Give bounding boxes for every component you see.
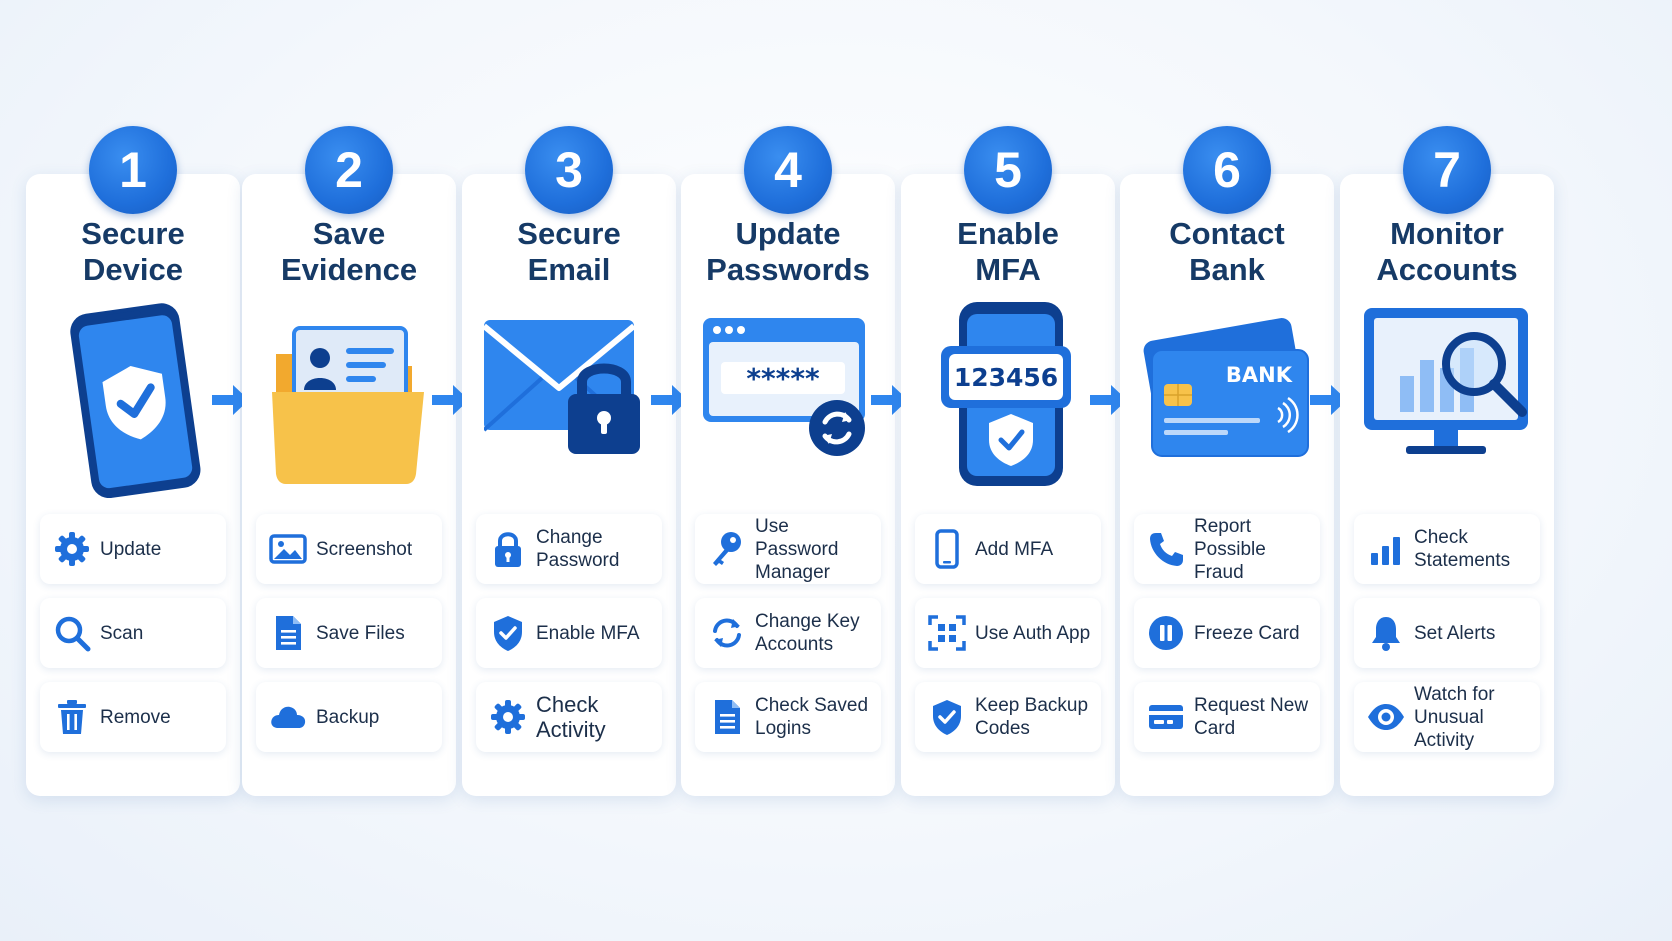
folder-id-card-illustration — [264, 298, 434, 498]
browser-password-illustration: ***** — [703, 298, 873, 498]
action-freeze-card[interactable]: Freeze Card — [1134, 598, 1320, 668]
cloud-icon — [268, 697, 308, 737]
arrow-right-icon — [1307, 380, 1351, 420]
call-icon — [1146, 529, 1186, 569]
step-number-badge: 6 — [1183, 126, 1271, 214]
phone-code-illustration: 123456 — [923, 298, 1093, 498]
step-monitor-accounts: 7 Monitor Accounts Check Statements — [1340, 126, 1554, 796]
action-update[interactable]: Update — [40, 514, 226, 584]
arrow-right-icon — [209, 380, 253, 420]
action-save-files[interactable]: Save Files — [256, 598, 442, 668]
arrow-right-icon — [868, 380, 912, 420]
action-request-new-card[interactable]: Request New Card — [1134, 682, 1320, 752]
action-check-statements[interactable]: Check Statements — [1354, 514, 1540, 584]
step-number-badge: 4 — [744, 126, 832, 214]
arrow-right-icon — [1087, 380, 1131, 420]
refresh-icon — [707, 613, 747, 653]
step-update-passwords: 4 Update Passwords ***** Use — [681, 126, 895, 796]
step-title: Save Evidence — [280, 216, 418, 287]
arrow-right-icon — [648, 380, 692, 420]
action-report-possible-fraud[interactable]: Report Possible Fraud — [1134, 514, 1320, 584]
arrow-right-icon — [429, 380, 473, 420]
document-icon — [268, 613, 308, 653]
shield-check-icon — [488, 613, 528, 653]
action-backup[interactable]: Backup — [256, 682, 442, 752]
action-check-activity[interactable]: Check Activity — [476, 682, 662, 752]
step-title: Monitor Accounts — [1376, 216, 1518, 287]
shield-check-icon — [927, 697, 967, 737]
scan-icon — [927, 613, 967, 653]
step-number-badge: 3 — [525, 126, 613, 214]
bar-chart-icon — [1366, 529, 1406, 569]
key-icon — [707, 529, 747, 569]
phone-icon — [927, 529, 967, 569]
step-secure-email: 3 Secure Email Change Password Enable MF… — [462, 126, 676, 796]
step-number-badge: 2 — [305, 126, 393, 214]
step-save-evidence: 2 Save Evidence Screenshot Save Files — [242, 126, 456, 796]
pause-icon — [1146, 613, 1186, 653]
action-add-mfa[interactable]: Add MFA — [915, 514, 1101, 584]
step-title: Update Passwords — [706, 216, 870, 287]
step-title: Secure Device — [81, 216, 185, 287]
envelope-lock-illustration — [484, 298, 654, 498]
step-number-badge: 7 — [1403, 126, 1491, 214]
action-screenshot[interactable]: Screenshot — [256, 514, 442, 584]
bell-icon — [1366, 613, 1406, 653]
svg-text:*****: ***** — [746, 362, 820, 395]
action-watch-for-unusual-activity[interactable]: Watch for Unusual Activity — [1354, 682, 1540, 752]
trash-icon — [52, 697, 92, 737]
bank-card-illustration: BANK — [1142, 298, 1312, 498]
eye-icon — [1366, 697, 1406, 737]
step-number-badge: 1 — [89, 126, 177, 214]
step-title: Enable MFA — [957, 216, 1059, 287]
step-title: Secure Email — [517, 216, 621, 287]
image-icon — [268, 529, 308, 569]
search-icon — [52, 613, 92, 653]
gear-icon — [488, 697, 528, 737]
action-check-saved-logins[interactable]: Check Saved Logins — [695, 682, 881, 752]
step-enable-mfa: 5 Enable MFA 123456 Add MFA Use Auth App — [901, 126, 1115, 796]
action-keep-backup-codes[interactable]: Keep Backup Codes — [915, 682, 1101, 752]
monitor-magnifier-illustration — [1362, 298, 1532, 498]
action-use-auth-app[interactable]: Use Auth App — [915, 598, 1101, 668]
credit-card-icon — [1146, 697, 1186, 737]
action-remove[interactable]: Remove — [40, 682, 226, 752]
step-secure-device: 1 Secure Device Update Scan — [26, 126, 240, 796]
step-title: Contact Bank — [1169, 216, 1285, 287]
steps-diagram: 1 Secure Device Update Scan — [26, 126, 1650, 796]
svg-text:BANK: BANK — [1226, 363, 1293, 387]
action-enable-mfa[interactable]: Enable MFA — [476, 598, 662, 668]
action-change-key-accounts[interactable]: Change Key Accounts — [695, 598, 881, 668]
document-icon — [707, 697, 747, 737]
action-use-password-manager[interactable]: Use Password Manager — [695, 514, 881, 584]
step-contact-bank: 6 Contact Bank BANK — [1120, 126, 1334, 796]
svg-text:123456: 123456 — [954, 363, 1058, 392]
action-change-password[interactable]: Change Password — [476, 514, 662, 584]
lock-icon — [488, 529, 528, 569]
action-set-alerts[interactable]: Set Alerts — [1354, 598, 1540, 668]
step-number-badge: 5 — [964, 126, 1052, 214]
gear-icon — [52, 529, 92, 569]
action-scan[interactable]: Scan — [40, 598, 226, 668]
phone-shield-illustration — [48, 298, 218, 498]
